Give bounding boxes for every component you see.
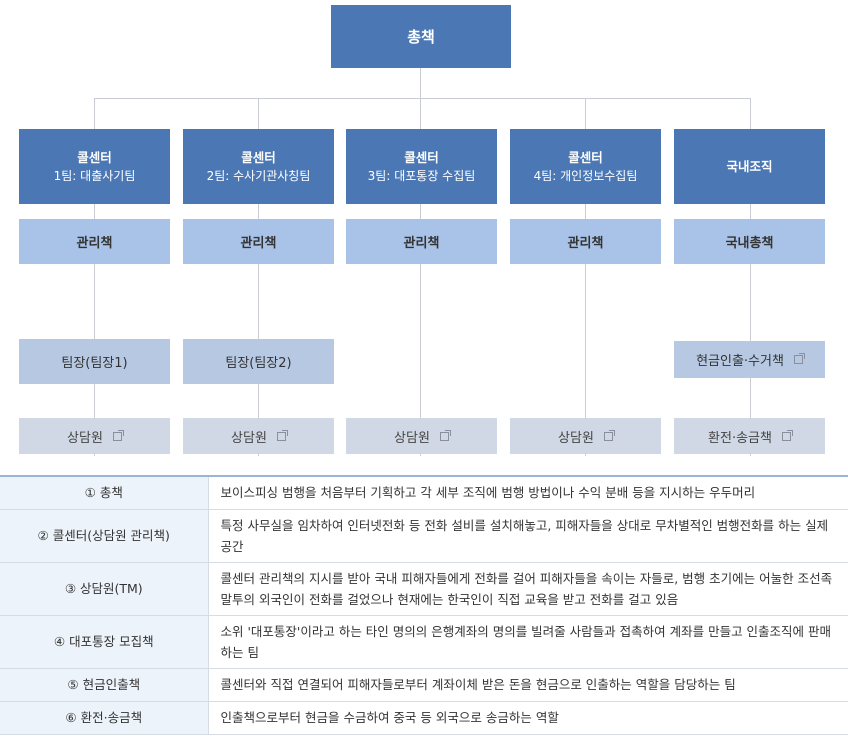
node-domestic-org: 국내조직 bbox=[674, 129, 825, 204]
node-team-4-name: 콜센터 bbox=[568, 149, 603, 165]
connector-col4 bbox=[585, 98, 586, 456]
connector-col5 bbox=[750, 98, 751, 456]
legend-row: ① 총책 보이스피싱 범행을 처음부터 기획하고 각 세부 조직에 범행 방법이… bbox=[0, 476, 848, 510]
node-team-1-sub: 1팀: 대출사기팀 bbox=[53, 168, 136, 183]
legend-row: ⑥ 환전·송금책 인출책으로부터 현금을 수금하여 중국 등 외국으로 송금하는… bbox=[0, 701, 848, 735]
node-team-4-sub: 4팀: 개인정보수집팀 bbox=[533, 168, 638, 183]
connector-horizontal bbox=[94, 98, 750, 99]
node-manager-3: 관리책 bbox=[346, 219, 497, 264]
external-link-icon bbox=[112, 429, 124, 441]
node-leader-1: 팀장(팀장1) bbox=[19, 339, 170, 384]
node-agent-2[interactable]: 상담원 bbox=[183, 418, 334, 454]
legend-term: ③ 상담원(TM) bbox=[0, 562, 209, 616]
node-agent-2-label: 상담원 bbox=[231, 430, 267, 446]
legend-term: ① 총책 bbox=[0, 476, 209, 510]
legend-desc: 콜센터와 직접 연결되어 피해자들로부터 계좌이체 받은 돈을 현금으로 인출하… bbox=[208, 668, 848, 702]
legend-table: ① 총책 보이스피싱 범행을 처음부터 기획하고 각 세부 조직에 범행 방법이… bbox=[0, 475, 848, 735]
external-link-icon bbox=[276, 429, 288, 441]
node-agent-1-label: 상담원 bbox=[67, 430, 103, 446]
node-agent-4[interactable]: 상담원 bbox=[510, 418, 661, 454]
node-team-2-sub: 2팀: 수사기관사칭팀 bbox=[206, 168, 311, 183]
legend-term: ④ 대포통장 모집책 bbox=[0, 615, 209, 669]
connector-col2 bbox=[258, 98, 259, 456]
legend-desc: 보이스피싱 범행을 처음부터 기획하고 각 세부 조직에 범행 방법이나 수익 … bbox=[208, 476, 848, 510]
node-team-2: 콜센터 2팀: 수사기관사칭팀 bbox=[183, 129, 334, 204]
node-manager-2: 관리책 bbox=[183, 219, 334, 264]
node-leader-2: 팀장(팀장2) bbox=[183, 339, 334, 384]
node-domestic-org-name: 국내조직 bbox=[726, 159, 773, 174]
node-team-3-sub: 3팀: 대포통장 수집팀 bbox=[367, 168, 476, 183]
node-team-1: 콜센터 1팀: 대출사기팀 bbox=[19, 129, 170, 204]
node-top-boss: 총책 bbox=[331, 5, 511, 68]
org-chart: 총책 콜센터 1팀: 대출사기팀 콜센터 2팀: 수사기관사칭팀 콜센터 3팀:… bbox=[19, 5, 825, 456]
legend-desc: 특정 사무실을 임차하여 인터넷전화 등 전화 설비를 설치해놓고, 피해자들을… bbox=[208, 509, 848, 563]
node-domestic-boss: 국내총책 bbox=[674, 219, 825, 264]
node-team-4: 콜센터 4팀: 개인정보수집팀 bbox=[510, 129, 661, 204]
node-team-3: 콜센터 3팀: 대포통장 수집팀 bbox=[346, 129, 497, 204]
node-cash-withdrawal[interactable]: 현금인출·수거책 bbox=[674, 341, 825, 378]
legend-term: ⑥ 환전·송금책 bbox=[0, 701, 209, 735]
connector-top bbox=[420, 68, 421, 98]
node-agent-4-label: 상담원 bbox=[558, 430, 594, 446]
node-team-2-name: 콜센터 bbox=[241, 149, 276, 165]
external-link-icon bbox=[439, 429, 451, 441]
node-cash-withdrawal-label: 현금인출·수거책 bbox=[696, 354, 784, 369]
legend-term: ② 콜센터(상담원 관리책) bbox=[0, 509, 209, 563]
legend-row: ② 콜센터(상담원 관리책) 특정 사무실을 임차하여 인터넷전화 등 전화 설… bbox=[0, 509, 848, 563]
legend-desc: 콜센터 관리책의 지시를 받아 국내 피해자들에게 전화를 걸어 피해자들을 속… bbox=[208, 562, 848, 616]
connector-col1 bbox=[94, 98, 95, 456]
legend-term: ⑤ 현금인출책 bbox=[0, 668, 209, 702]
node-team-3-name: 콜센터 bbox=[404, 149, 439, 165]
legend-row: ④ 대포통장 모집책 소위 '대포통장'이라고 하는 타인 명의의 은행계좌의 … bbox=[0, 615, 848, 669]
node-agent-3-label: 상담원 bbox=[394, 430, 430, 446]
node-agent-1[interactable]: 상담원 bbox=[19, 418, 170, 454]
node-agent-3[interactable]: 상담원 bbox=[346, 418, 497, 454]
external-link-icon bbox=[603, 429, 615, 441]
external-link-icon bbox=[781, 429, 793, 441]
legend-desc: 소위 '대포통장'이라고 하는 타인 명의의 은행계좌의 명의를 빌려줄 사람들… bbox=[208, 615, 848, 669]
node-team-1-name: 콜센터 bbox=[77, 149, 112, 165]
connector-col3 bbox=[420, 98, 421, 456]
external-link-icon bbox=[793, 353, 805, 364]
node-exchange-remit[interactable]: 환전·송금책 bbox=[674, 418, 825, 454]
legend-row: ⑤ 현금인출책 콜센터와 직접 연결되어 피해자들로부터 계좌이체 받은 돈을 … bbox=[0, 668, 848, 702]
node-exchange-remit-label: 환전·송금책 bbox=[708, 430, 772, 446]
legend-desc: 인출책으로부터 현금을 수금하여 중국 등 외국으로 송금하는 역할 bbox=[208, 701, 848, 735]
node-manager-4: 관리책 bbox=[510, 219, 661, 264]
node-manager-1: 관리책 bbox=[19, 219, 170, 264]
legend-row: ③ 상담원(TM) 콜센터 관리책의 지시를 받아 국내 피해자들에게 전화를 … bbox=[0, 562, 848, 616]
